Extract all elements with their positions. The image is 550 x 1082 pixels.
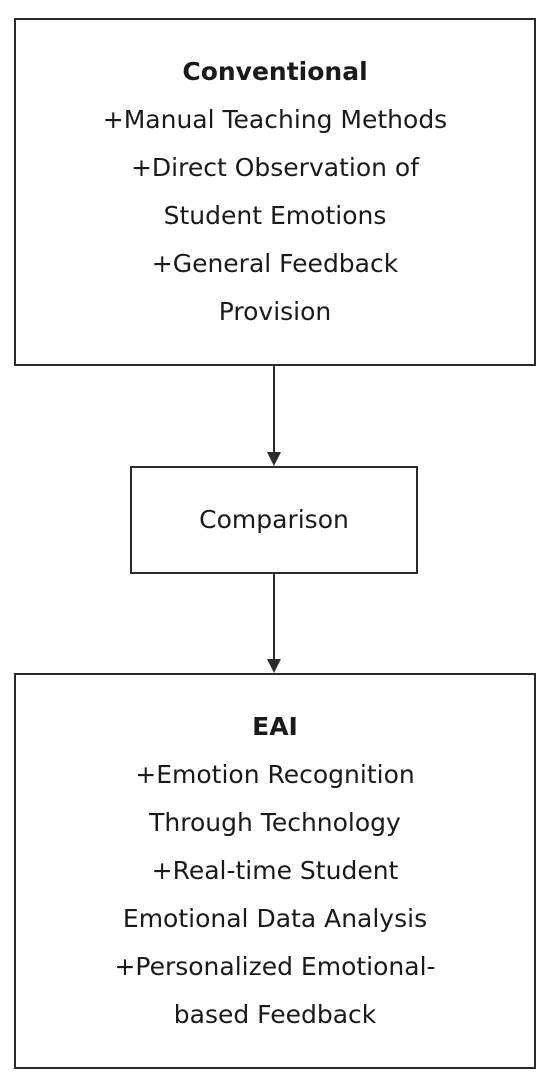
conventional-line-1: +Manual Teaching Methods <box>102 105 448 134</box>
conventional-line-5: Provision <box>218 297 332 326</box>
conventional-line-4: +General Feedback <box>151 249 399 278</box>
arrow-comparison-to-eai <box>267 574 281 673</box>
conventional-title: Conventional <box>182 57 368 86</box>
arrow-conventional-to-comparison <box>267 366 281 466</box>
eai-line-1: +Emotion Recognition <box>135 760 415 789</box>
eai-line-4: Emotional Data Analysis <box>122 904 428 933</box>
conventional-line-3: Student Emotions <box>163 201 387 230</box>
eai-title: EAI <box>252 712 298 741</box>
eai-line-5: +Personalized Emotional- <box>114 952 436 981</box>
eai-line-2: Through Technology <box>149 808 401 837</box>
eai-line-3: +Real-time Student <box>151 856 399 885</box>
comparison-label: Comparison <box>199 505 349 534</box>
eai-line-6: based Feedback <box>173 1000 377 1029</box>
comparison-box: Comparison <box>130 466 418 574</box>
conventional-box: Conventional +Manual Teaching Methods +D… <box>14 18 536 366</box>
conventional-line-2: +Direct Observation of <box>130 153 420 182</box>
eai-box: EAI +Emotion Recognition Through Technol… <box>14 673 536 1069</box>
